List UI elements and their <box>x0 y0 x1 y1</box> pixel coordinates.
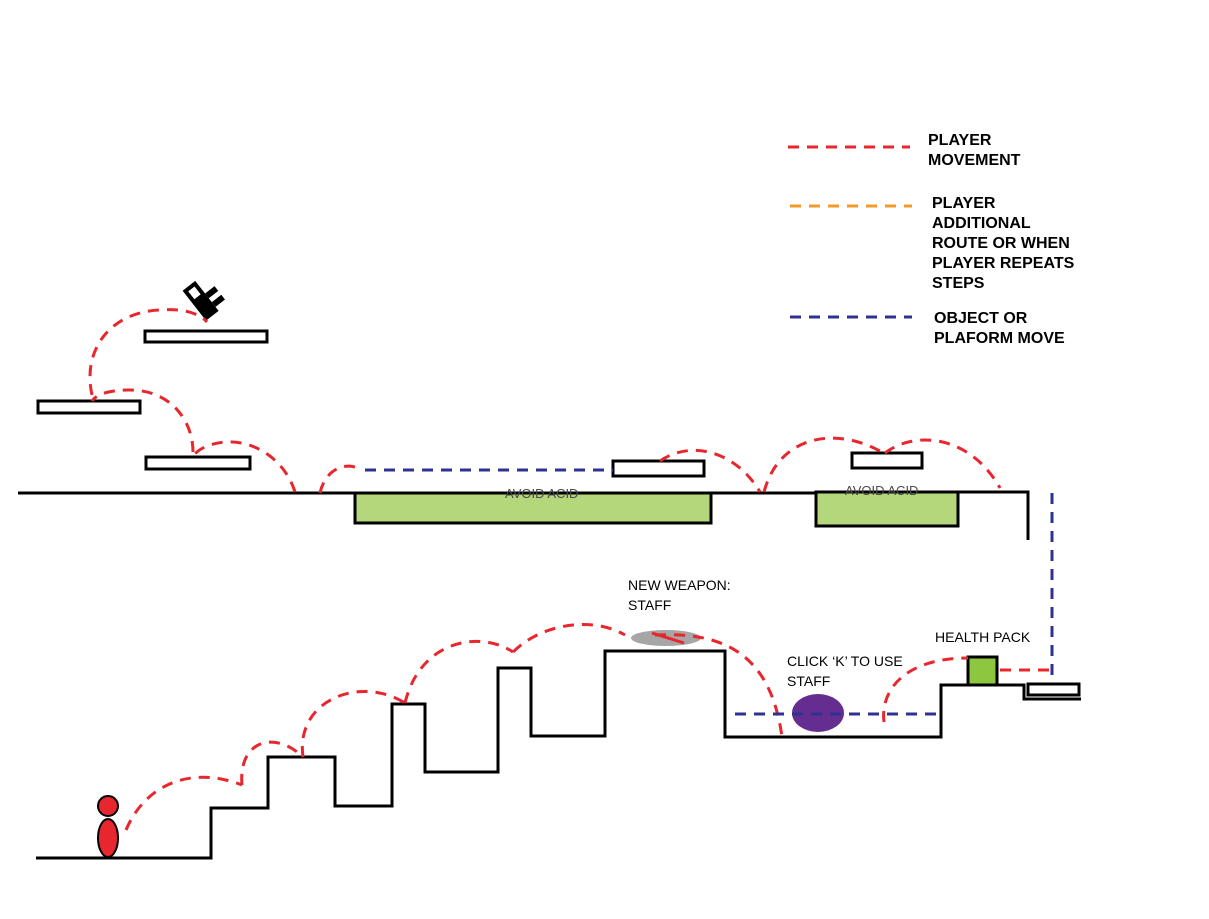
platform-over-acid <box>850 451 924 470</box>
lower-level: NEW WEAPON: STAFF CLICK ‘K’ TO USE STAFF… <box>36 577 1081 860</box>
platform-low <box>144 455 252 471</box>
elevator-platform <box>1026 682 1081 697</box>
acid-pool-1 <box>353 491 713 525</box>
click-k-label: CLICK ‘K’ TO USE STAFF <box>787 653 907 689</box>
lower-player-path <box>124 623 1050 831</box>
legend-additional-route-label: PLAYER ADDITIONAL ROUTE OR WHEN PLAYER R… <box>932 195 1079 292</box>
avoid-acid-label-2: AVOID ACID <box>845 483 918 498</box>
staff-icon <box>631 630 701 646</box>
upper-player-path <box>88 308 1002 494</box>
health-pack-label: HEALTH PACK <box>935 629 1031 645</box>
legend: PLAYER MOVEMENT PLAYER ADDITIONAL ROUTE … <box>788 132 1079 347</box>
upper-level: AVOID ACID AVOID ACID <box>18 280 1054 688</box>
new-weapon-label: NEW WEAPON: STAFF <box>628 577 735 613</box>
key-icon <box>182 280 225 321</box>
acid-pool-2 <box>814 490 960 528</box>
legend-object-move-label: OBJECT OR PLAFORM MOVE <box>934 310 1065 347</box>
avoid-acid-label-1: AVOID ACID <box>505 486 578 501</box>
platform-left <box>36 399 142 415</box>
upper-ground <box>18 490 1030 540</box>
platform-moving <box>611 459 706 478</box>
health-pack-icon <box>966 655 999 687</box>
legend-player-movement-label: PLAYER MOVEMENT <box>928 132 1021 169</box>
lower-ground <box>36 649 1081 860</box>
platform-top <box>143 329 269 344</box>
player-icon <box>97 795 119 858</box>
